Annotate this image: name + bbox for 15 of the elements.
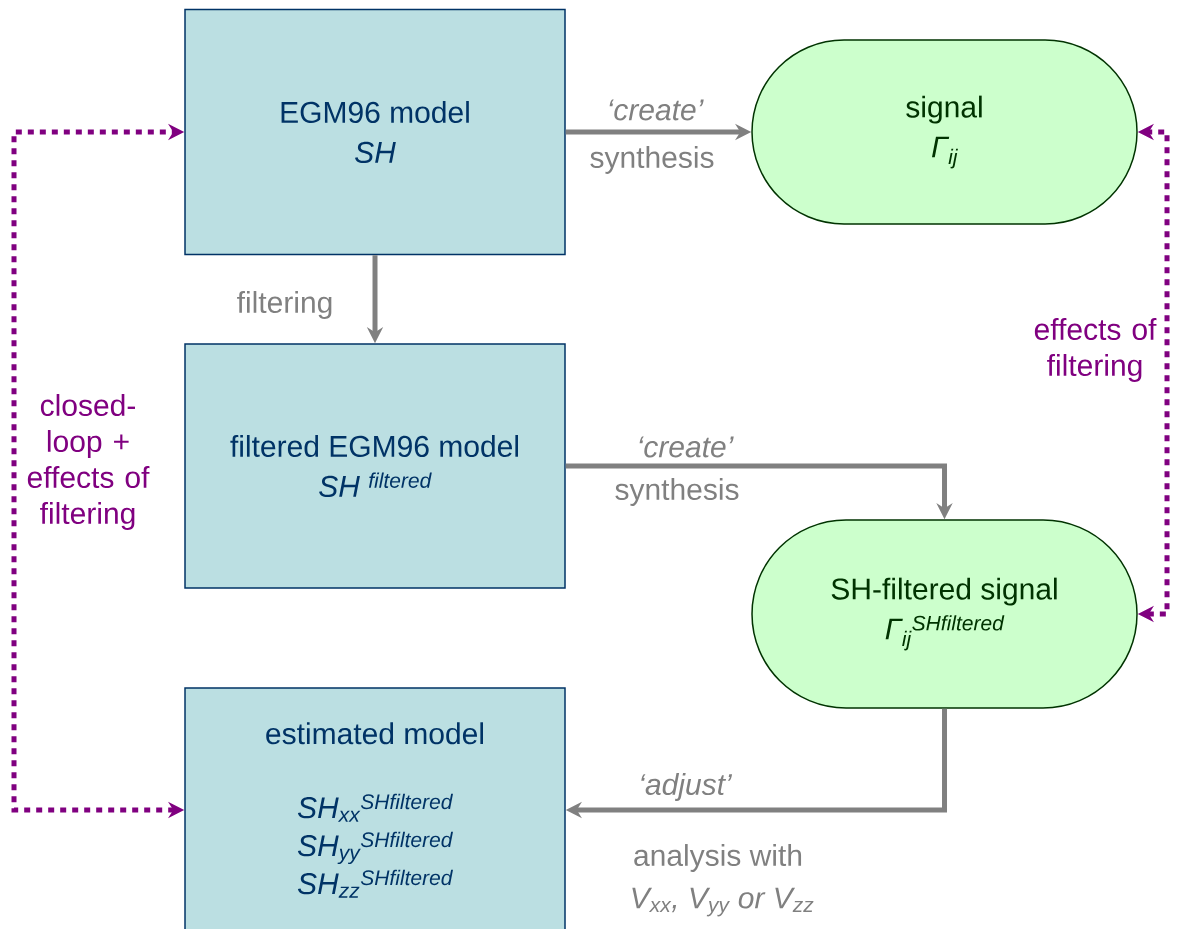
model-box: estimated model SH$_{xx}$SHfiltered SH$_{yy}$SHfiltered SH$_{zz}$SHfiltered [184, 687, 566, 929]
signal-terminal: SH-filtered signal Γ$_{ij}$SHfiltered [751, 519, 1138, 709]
annotation-text: synthesis [615, 478, 739, 506]
annotation-text: V$_{xx}$, V$_{yy}$ or V$_{zz}$ [632, 887, 814, 917]
model-box: EGM96 model SH [184, 8, 566, 256]
edge-label: filtering [237, 291, 332, 319]
edge-label: effects of filtering [1034, 318, 1157, 382]
edge-label: ‘create’ [609, 99, 704, 121]
edge-label: ‘adjust’ [641, 773, 733, 801]
annotation-text: synthesis [590, 146, 714, 174]
model-box: filtered EGM96 model SH $^{filtered}$ [184, 343, 566, 589]
edge-label: closed-loop + effects of filtering [27, 394, 150, 530]
signal-terminal: signal Γ$_{ij}$ [751, 39, 1138, 225]
edge-label: ‘create’ [639, 436, 734, 458]
annotation-text: analysis with [634, 844, 802, 872]
